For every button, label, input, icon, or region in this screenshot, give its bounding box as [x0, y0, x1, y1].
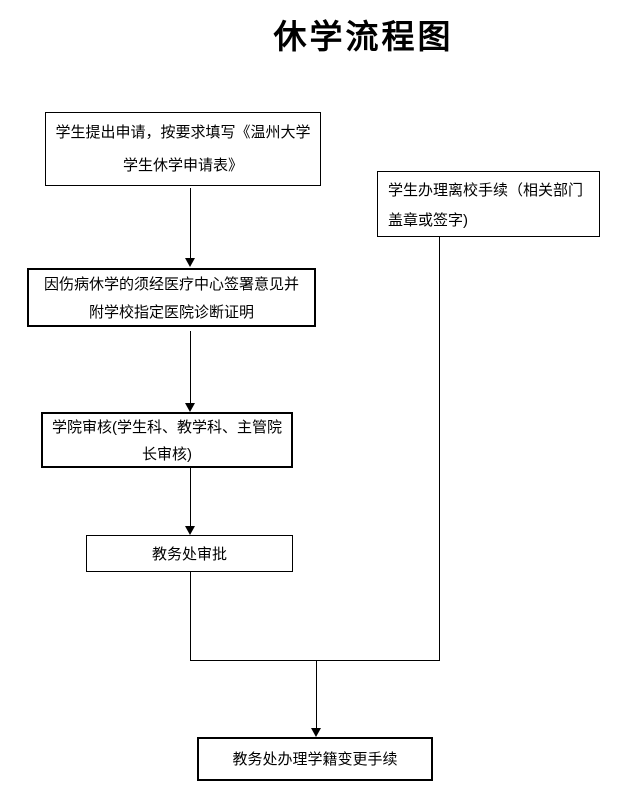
connector-leave-school-down: [439, 237, 440, 660]
node-aao-approval: 教务处审批: [86, 535, 293, 572]
node-text-line: 因伤病休学的须经医疗中心签署意见并: [43, 276, 299, 293]
node-status-change: 教务处办理学籍变更手续: [197, 737, 433, 781]
arrow-merge-to-status-line: [316, 660, 317, 728]
node-text-line: 教务处办理学籍变更手续: [232, 751, 398, 768]
node-text-line: 附学校指定医院诊断证明: [88, 304, 254, 321]
node-text-line: 学生提出申请，按要求填写《温州大学: [55, 124, 311, 141]
arrow-apply-to-medical-line: [190, 188, 191, 258]
arrow-medical-to-college-line: [190, 331, 191, 403]
arrow-college-to-aao-line: [190, 468, 191, 526]
node-text-line: 盖章或签字): [388, 212, 468, 229]
page-title: 休学流程图: [273, 17, 454, 56]
node-text-line: 学生办理离校手续（相关部门: [388, 182, 584, 199]
arrow-medical-to-college-head: [185, 403, 195, 412]
arrow-merge-to-status-head: [311, 728, 321, 737]
node-student-apply: 学生提出申请，按要求填写《温州大学 学生休学申请表》: [45, 112, 321, 186]
node-text-line: 长审核): [142, 446, 192, 463]
node-text-line: 学院审核(学生科、教学科、主管院: [52, 419, 282, 436]
connector-merge-rail: [190, 660, 440, 661]
node-text-line: 教务处审批: [151, 546, 227, 563]
arrow-college-to-aao-head: [185, 526, 195, 535]
node-text-line: 学生休学申请表》: [122, 157, 243, 174]
node-college-review: 学院审核(学生科、教学科、主管院 长审核): [41, 412, 293, 468]
connector-aao-down: [190, 572, 191, 660]
node-leave-school: 学生办理离校手续（相关部门 盖章或签字): [377, 171, 600, 237]
node-medical-signoff: 因伤病休学的须经医疗中心签署意见并 附学校指定医院诊断证明: [27, 268, 316, 327]
arrow-apply-to-medical-head: [185, 258, 195, 267]
